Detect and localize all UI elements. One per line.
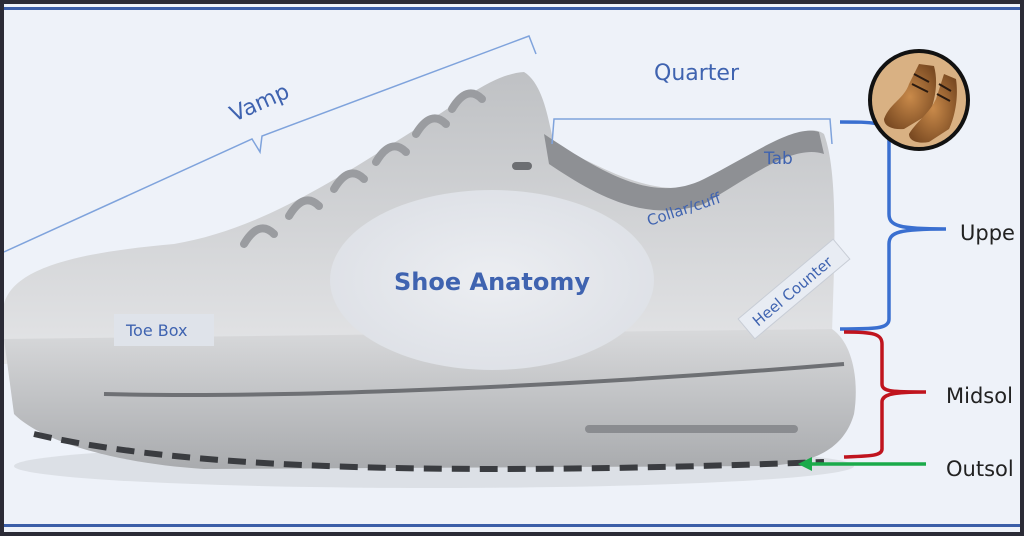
quarter-label: Quarter	[654, 61, 740, 86]
toe-box-label: Toe Box	[125, 321, 188, 340]
diagram-frame: Vamp Quarter Tab Collar/cuff Heel Counte…	[4, 4, 1020, 532]
outsole-label: Outsol	[946, 457, 1014, 481]
title-oval	[330, 190, 654, 370]
diagram-title: Shoe Anatomy	[394, 268, 590, 296]
top-rule	[4, 7, 1020, 10]
midsole-bracket	[843, 330, 927, 459]
brown-leather-boots-photo	[868, 49, 970, 151]
shoe-diagram: Vamp Quarter Tab Collar/cuff Heel Counte…	[4, 7, 1020, 527]
upper-bracket	[839, 120, 947, 331]
vamp-label: Vamp	[226, 79, 293, 127]
quarter-bracket	[551, 118, 833, 145]
tab-label: Tab	[763, 149, 793, 169]
arrow-head-icon	[798, 457, 812, 471]
toe-box-tag	[114, 314, 214, 346]
vamp-bracket	[4, 35, 537, 253]
bottom-rule	[4, 524, 1020, 527]
upper-label: Uppe	[960, 221, 1015, 245]
midsole-label: Midsol	[946, 384, 1013, 408]
